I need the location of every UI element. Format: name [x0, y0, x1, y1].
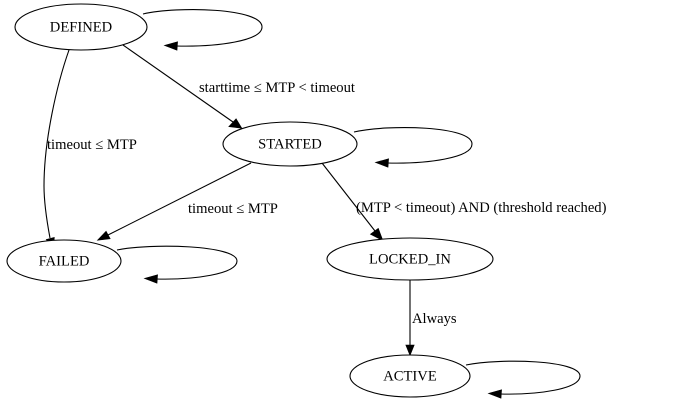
edge-label-defined-to-failed: timeout ≤ MTP — [47, 137, 137, 153]
edge-label-defined-to-started: starttime ≤ MTP < timeout — [199, 80, 355, 96]
edge-started-to-failed-arrowhead — [96, 230, 111, 241]
node-locked-in-ellipse[interactable] — [326, 237, 494, 281]
edge-label-started-to-failed: timeout ≤ MTP — [188, 201, 278, 217]
edge-label-lockedin-to-active: Always — [412, 311, 457, 327]
node-failed-label: FAILED — [39, 253, 90, 269]
edge-started-self-path — [353, 127, 473, 164]
node-started-label: STARTED — [258, 136, 322, 152]
edge-defined-to-started-path — [122, 44, 234, 123]
edge-started-to-lockedin-path — [321, 162, 376, 232]
node-defined-label: DEFINED — [50, 19, 112, 35]
edge-defined-to-failed-path — [43, 49, 70, 239]
node-defined[interactable]: DEFINED — [14, 3, 148, 51]
edge-defined-to-started — [122, 44, 243, 129]
node-active[interactable]: ACTIVE — [349, 354, 471, 398]
node-locked-in[interactable]: LOCKED_IN — [326, 237, 494, 281]
edge-defined-to-started-arrowhead — [228, 118, 243, 129]
edge-started-to-lockedin-arrowhead — [369, 227, 384, 242]
node-locked-in-label: LOCKED_IN — [369, 251, 451, 267]
edge-active-self — [465, 360, 581, 399]
edge-started-to-failed-path — [107, 162, 252, 236]
edge-label-started-to-lockedin: (MTP < timeout) AND (threshold reached) — [356, 200, 607, 216]
edge-active-self-arrowhead — [487, 389, 502, 399]
node-active-ellipse[interactable] — [349, 354, 471, 398]
edge-started-to-failed — [96, 162, 252, 241]
edge-started-to-lockedin — [321, 162, 384, 242]
node-failed[interactable]: FAILED — [6, 239, 122, 283]
edge-defined-self-path — [142, 9, 263, 47]
node-defined-ellipse[interactable] — [14, 3, 148, 51]
edge-failed-self — [116, 245, 238, 284]
edge-defined-self — [142, 9, 263, 51]
edge-failed-self-arrowhead — [143, 274, 158, 284]
edge-started-self — [353, 127, 473, 168]
node-started-ellipse[interactable] — [222, 121, 358, 167]
edge-lockedin-to-active — [405, 280, 415, 357]
edge-failed-self-path — [116, 245, 238, 280]
edge-defined-self-arrowhead — [163, 41, 178, 51]
edge-active-self-path — [465, 360, 581, 395]
node-failed-ellipse[interactable] — [6, 239, 122, 283]
node-active-label: ACTIVE — [383, 368, 437, 384]
edge-lockedin-to-active-arrowhead — [405, 344, 415, 357]
edge-started-self-arrowhead — [374, 158, 389, 168]
node-started[interactable]: STARTED — [222, 121, 358, 167]
